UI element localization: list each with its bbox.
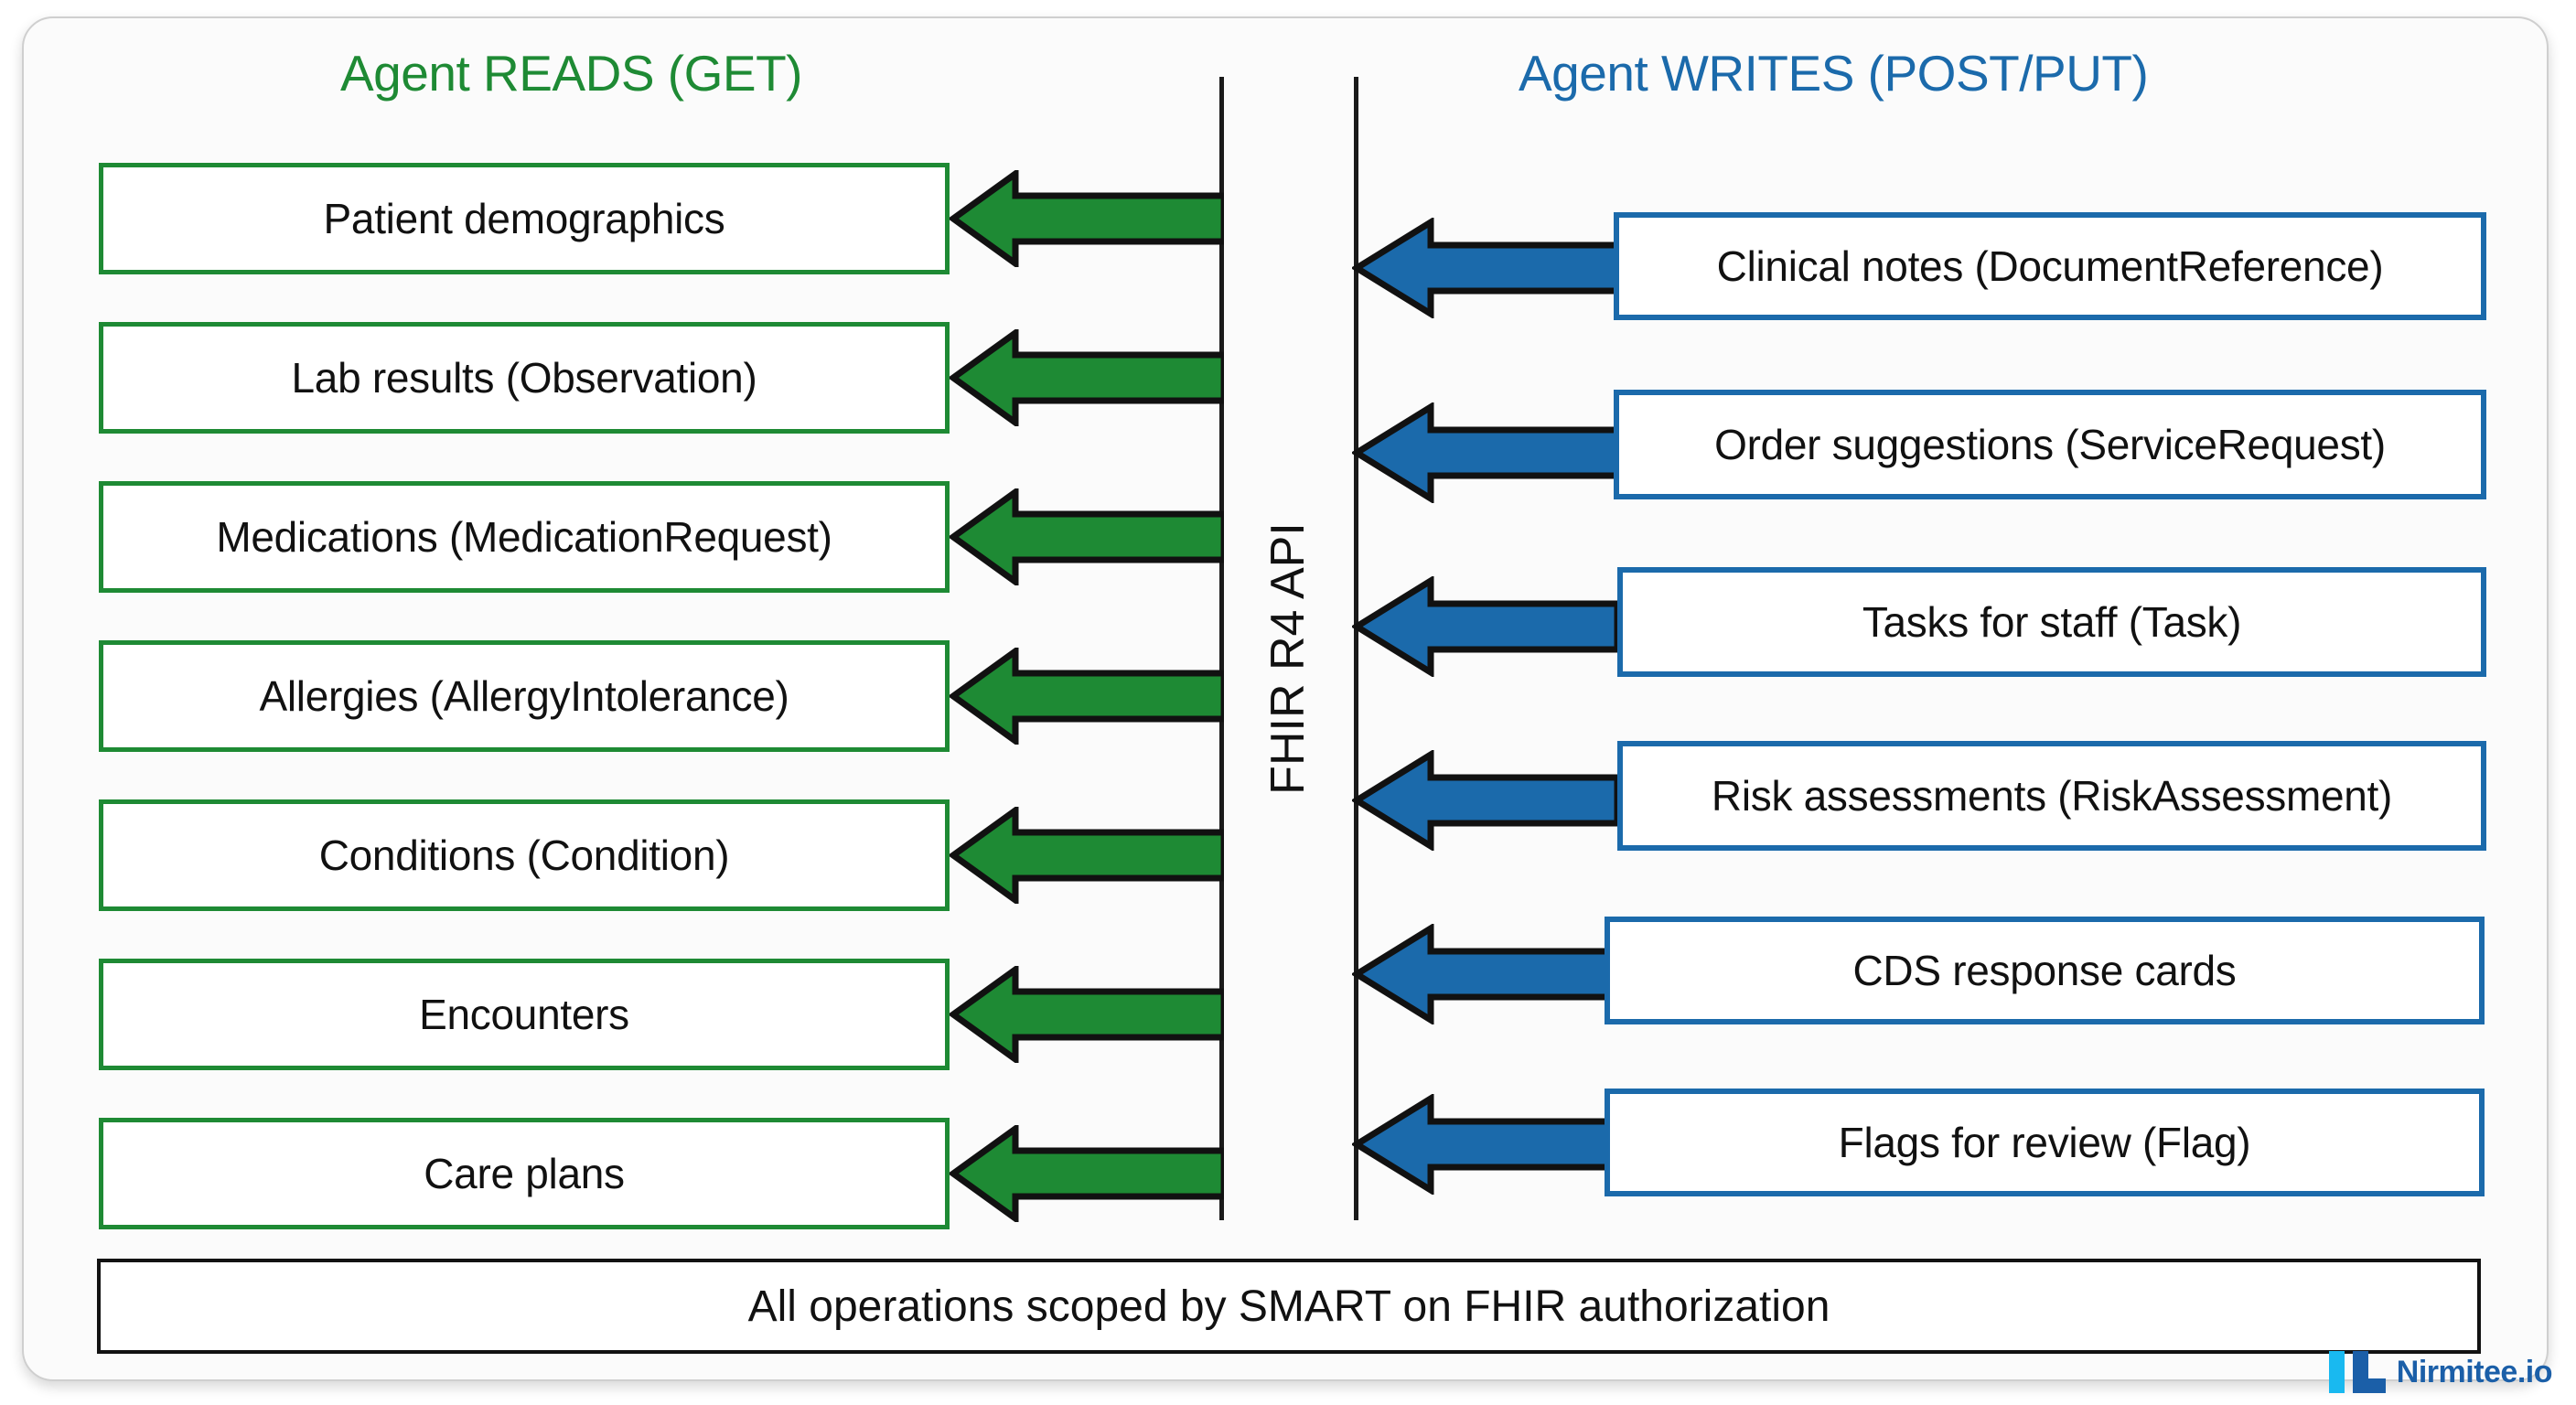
write-box-clinical-notes[interactable]: Clinical notes (DocumentReference)	[1614, 212, 2486, 320]
write-box-label: Risk assessments (RiskAssessment)	[1711, 772, 2393, 820]
reads-column-header: Agent READS (GET)	[340, 45, 802, 102]
read-box-label: Conditions (Condition)	[318, 831, 730, 879]
write-box-cds-response-cards[interactable]: CDS response cards	[1605, 917, 2485, 1024]
write-box-risk-assessments[interactable]: Risk assessments (RiskAssessment)	[1617, 741, 2486, 851]
write-box-label: CDS response cards	[1852, 947, 2237, 994]
write-box-label: Clinical notes (DocumentReference)	[1716, 242, 2384, 290]
logo-blue-horizontal-bar	[2352, 1378, 2386, 1393]
read-box-label: Encounters	[419, 991, 629, 1038]
write-arrow-order-suggestions	[1352, 402, 1617, 503]
write-arrow-risk-assessments	[1352, 750, 1617, 851]
read-box-conditions[interactable]: Conditions (Condition)	[99, 799, 950, 911]
read-arrow-lab-results	[950, 329, 1224, 426]
fhir-api-axis-label: FHIR R4 API	[1222, 467, 1354, 851]
write-box-label: Tasks for staff (Task)	[1862, 598, 2242, 646]
authorization-scope-text: All operations scoped by SMART on FHIR a…	[747, 1282, 1830, 1331]
read-box-encounters[interactable]: Encounters	[99, 959, 950, 1070]
write-box-order-suggestions[interactable]: Order suggestions (ServiceRequest)	[1614, 390, 2486, 499]
read-arrow-conditions	[950, 807, 1224, 904]
read-box-patient-demographics[interactable]: Patient demographics	[99, 163, 950, 274]
read-box-label: Allergies (AllergyIntolerance)	[259, 672, 789, 720]
write-box-label: Flags for review (Flag)	[1838, 1119, 2251, 1166]
write-box-flags-for-review[interactable]: Flags for review (Flag)	[1605, 1089, 2485, 1196]
read-box-medications[interactable]: Medications (MedicationRequest)	[99, 481, 950, 593]
write-box-label: Order suggestions (ServiceRequest)	[1714, 421, 2386, 468]
writes-column-header: Agent WRITES (POST/PUT)	[1519, 45, 2149, 102]
read-box-label: Medications (MedicationRequest)	[216, 513, 832, 561]
logo-cyan-bar	[2328, 1351, 2345, 1393]
read-arrow-medications	[950, 488, 1224, 585]
write-arrow-tasks-for-staff	[1352, 576, 1617, 677]
write-arrow-clinical-notes	[1352, 218, 1617, 318]
axis-line-right	[1354, 77, 1358, 1220]
read-box-care-plans[interactable]: Care plans	[99, 1118, 950, 1229]
read-box-allergies[interactable]: Allergies (AllergyIntolerance)	[99, 640, 950, 752]
nirmitee-logo: Nirmitee.io	[2328, 1346, 2553, 1398]
write-arrow-cds-response-cards	[1352, 924, 1617, 1024]
axis-line-left	[1219, 77, 1224, 1220]
read-arrow-encounters	[950, 966, 1224, 1063]
fhir-api-axis-label-text: FHIR R4 API	[1261, 522, 1315, 795]
nirmitee-logo-icon	[2328, 1351, 2386, 1393]
read-box-lab-results[interactable]: Lab results (Observation)	[99, 322, 950, 434]
read-box-label: Patient demographics	[323, 195, 725, 242]
authorization-scope-banner: All operations scoped by SMART on FHIR a…	[97, 1259, 2481, 1354]
write-box-tasks-for-staff[interactable]: Tasks for staff (Task)	[1617, 567, 2486, 677]
read-box-label: Care plans	[424, 1150, 625, 1197]
read-box-label: Lab results (Observation)	[291, 354, 757, 402]
read-arrow-patient-demographics	[950, 170, 1224, 267]
write-arrow-flags-for-review	[1352, 1094, 1617, 1195]
read-arrow-allergies	[950, 648, 1224, 745]
nirmitee-logo-text: Nirmitee.io	[2396, 1354, 2553, 1389]
read-arrow-care-plans	[950, 1125, 1224, 1222]
